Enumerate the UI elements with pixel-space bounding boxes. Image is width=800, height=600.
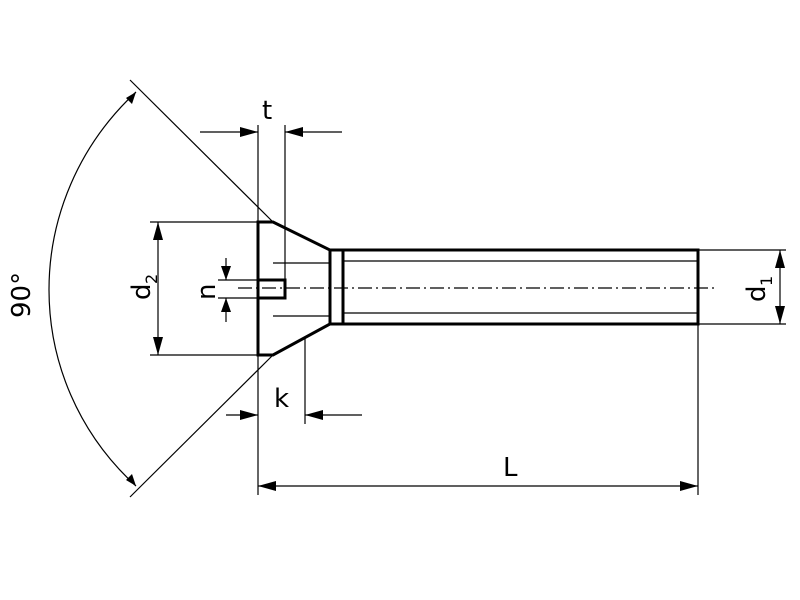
angle-arrow-bottom [126, 474, 136, 486]
screw-shank-outline [330, 248, 700, 326]
cone-extension-upper [129, 79, 274, 223]
n-arrow-top [221, 266, 231, 280]
label-angle: 90° [7, 272, 37, 318]
dim-k [226, 338, 362, 424]
label-t: t [262, 96, 272, 126]
label-n-group: n [192, 284, 222, 300]
d1-arrow-bottom [775, 306, 785, 324]
d1-arrow-top [775, 250, 785, 268]
screw-slot [258, 278, 287, 300]
cone-extension-lower [129, 354, 274, 498]
label-k: k [274, 384, 289, 414]
dim-t [200, 125, 342, 280]
k-arrow-left [240, 410, 258, 420]
L-arrow-left [258, 481, 276, 491]
angle-arc [48, 91, 137, 487]
n-arrow-bottom [221, 298, 231, 312]
label-d1-subscript: 1 [757, 276, 776, 286]
L-arrow-right [680, 481, 698, 491]
label-d2-group: d 2 [127, 274, 161, 300]
label-d2: d [127, 283, 157, 300]
label-d2-subscript: 2 [142, 274, 161, 284]
t-arrow-left [240, 127, 258, 137]
t-arrow-right [285, 127, 303, 137]
d2-arrow-bottom [153, 337, 163, 355]
dim-L [257, 324, 699, 495]
label-d1: d [742, 285, 772, 302]
angle-construction [48, 79, 274, 498]
label-d1-group: d 1 [742, 276, 776, 302]
dim-n [218, 258, 258, 322]
d2-arrow-top [153, 222, 163, 240]
label-angle-group: 90° [7, 272, 37, 318]
dim-d2 [150, 221, 258, 356]
dim-d1 [698, 249, 786, 325]
label-L: L [503, 453, 518, 483]
angle-arrow-top [126, 92, 136, 104]
k-arrow-right [305, 410, 323, 420]
label-n: n [192, 284, 222, 300]
